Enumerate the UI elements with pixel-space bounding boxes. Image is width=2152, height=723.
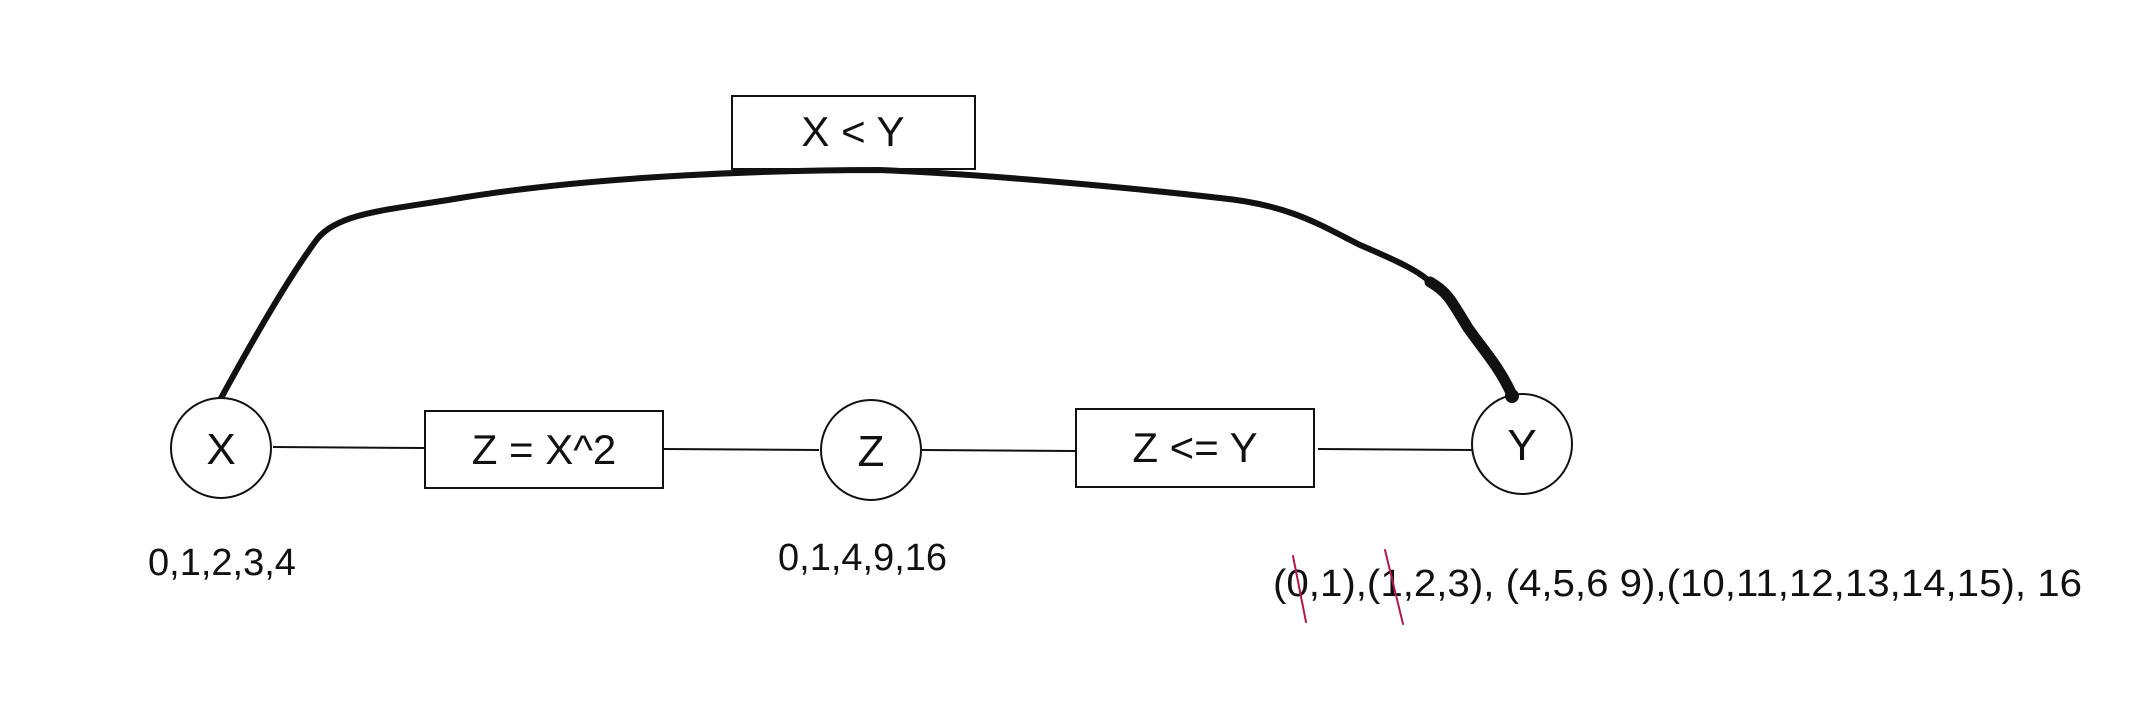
edge-square-to-z [663,448,820,451]
constraint-box [1075,408,1315,488]
edge-x-to-square [272,446,426,449]
strike-mark [1292,555,1307,623]
constraint-label: Z <= Y [1132,424,1257,471]
node-label: Z [858,427,885,476]
constraint-box [731,95,976,170]
edge-z-to-le [921,449,1076,452]
node-circle [1471,393,1573,495]
node-label: Y [1507,421,1536,470]
node-y: Y [1471,389,1573,495]
constraint-z-eq-x-sq: Z = X^2 [424,410,664,489]
node-x: X [170,397,272,499]
node-label: X [206,425,235,474]
constraint-z-le-y: Z <= Y [1075,408,1315,488]
node-z: Z [820,399,922,501]
node-circle [820,399,922,501]
node-circle [170,397,272,499]
edge-le-to-y [1317,448,1473,451]
domain-y: (0,1),(1,2,3), (4,5,6 9),(10,11,12,13,14… [1273,563,2082,605]
domain-z: 0,1,4,9,16 [778,537,947,579]
constraint-label: X < Y [801,108,904,155]
domain-x: 0,1,2,3,4 [148,542,296,584]
edge-y-arc-end-2 [1437,287,1511,391]
strike-mark [1384,549,1404,625]
constraint-x-lt-y: X < Y [731,95,976,170]
edge-x-to-y-arc [217,167,1433,403]
arc-endpoint-dot [1505,389,1519,403]
constraint-box [424,410,664,489]
constraint-label: Z = X^2 [472,426,617,473]
